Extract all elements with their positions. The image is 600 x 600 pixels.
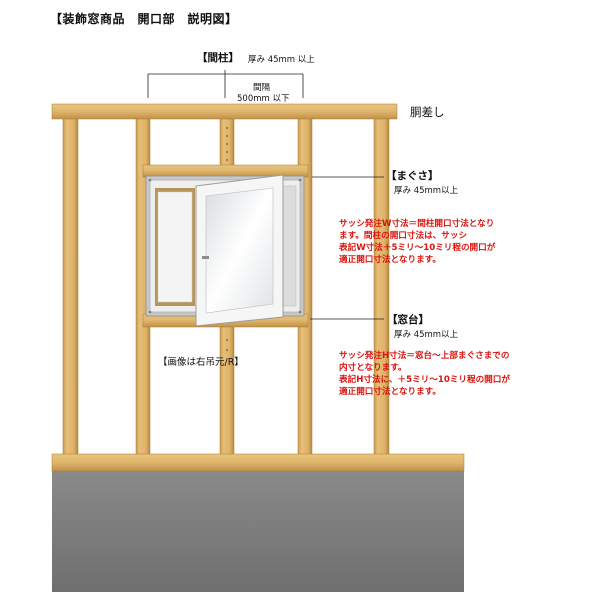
diagram-title: 【装飾窓商品 開口部 説明図】 xyxy=(50,12,238,26)
window-unit xyxy=(145,174,305,327)
lintel-label: 【まぐさ】 xyxy=(386,170,439,182)
stud-spacing-label: 間隔 xyxy=(253,83,271,93)
lintel-thickness: 厚み 45mm以上 xyxy=(394,186,459,196)
stud-label: 【間柱】 xyxy=(197,52,239,64)
w-note-line: サッシ発注W寸法＝間柱開口寸法となり xyxy=(339,219,495,229)
stud-1 xyxy=(62,116,79,458)
window-handle-icon xyxy=(202,256,209,259)
h-note-line: 適正開口寸法となります。 xyxy=(339,387,442,397)
window-sash-glass xyxy=(205,187,274,314)
h-note-line: 表記H寸法に、＋5ミリ～10ミリ程の開口が xyxy=(339,375,510,385)
image-orientation-note: 【画像は右吊元/R】 xyxy=(158,357,244,368)
stud-thickness: 厚み 45mm 以上 xyxy=(248,55,315,65)
window-fixed-glass xyxy=(157,191,193,303)
w-note-line: ます。間柱の開口寸法は、サッシ xyxy=(339,231,468,241)
h-dimension-note: サッシ発注H寸法＝窓台～上部まぐさまでの 内寸となります。 表記H寸法に、＋5ミ… xyxy=(339,350,589,398)
top-beam xyxy=(51,103,398,120)
bottom-plate xyxy=(51,453,465,472)
sill-label: 【窓台】 xyxy=(387,314,429,326)
foundation xyxy=(52,470,464,592)
stud-spacing-dimension xyxy=(147,70,304,98)
nail-marks xyxy=(226,127,228,351)
h-note-line: サッシ発注H寸法＝窓台～上部まぐさまでの xyxy=(339,351,510,361)
w-note-line: 表記W寸法＋5ミリ～10ミリ程の開口が xyxy=(339,243,496,253)
beam-label: 胴差し xyxy=(410,105,445,119)
leader-lines xyxy=(310,176,384,320)
sill-thickness: 厚み 45mm以上 xyxy=(394,330,459,340)
stud-spacing-value: 500mm 以下 xyxy=(237,94,290,104)
h-note-line: 内寸となります。 xyxy=(339,363,407,373)
w-dimension-note: サッシ発注W寸法＝間柱開口寸法となり ます。間柱の開口寸法は、サッシ 表記W寸法… xyxy=(339,218,579,266)
w-note-line: 適正開口寸法となります。 xyxy=(339,255,442,265)
